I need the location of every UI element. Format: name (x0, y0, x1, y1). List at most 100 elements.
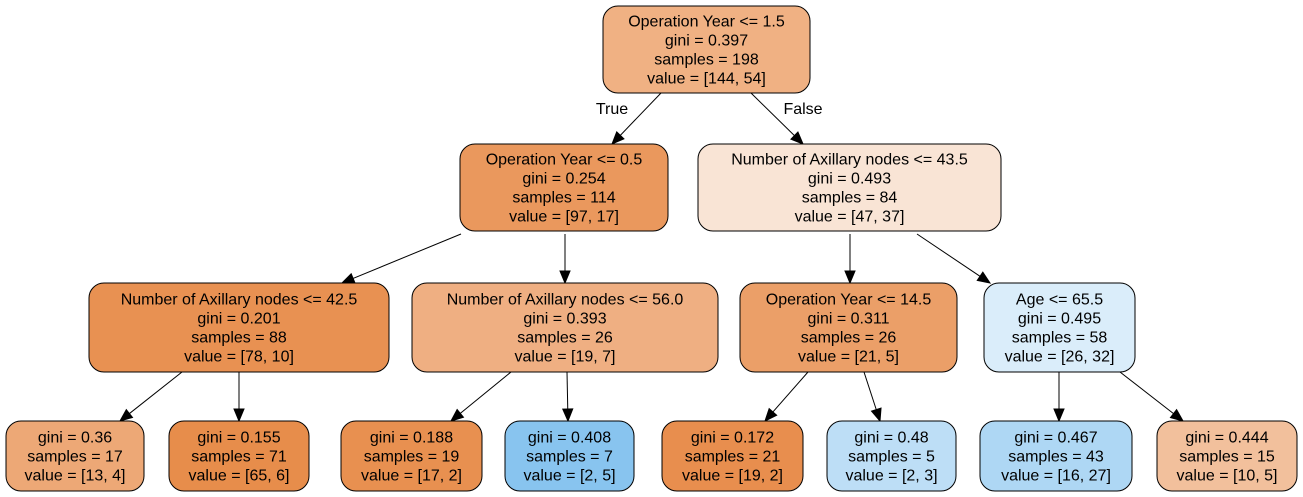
node-samples-text: samples = 7 (526, 449, 613, 466)
node-box (504, 420, 635, 492)
node-value-text: value = [78, 10] (184, 349, 294, 366)
edge-arrowhead (118, 408, 134, 422)
edge-line (772, 371, 809, 413)
edge-arrowhead (870, 407, 882, 423)
edge-arrowhead (844, 270, 856, 285)
node-value-text: value = [97, 17] (509, 209, 619, 226)
node-box (983, 282, 1136, 373)
node-box (979, 420, 1133, 492)
edge-line (1119, 371, 1174, 415)
node-split-condition-text: Operation Year <= 14.5 (766, 292, 932, 309)
edge-n0-n2: False (750, 92, 823, 145)
edges-layer: True False (118, 92, 1185, 423)
edge-arrowhead (611, 131, 625, 145)
edge-n1-n3 (340, 233, 462, 284)
node-gini-text: gini = 0.48 (854, 430, 928, 447)
node-samples-text: samples = 5 (848, 449, 935, 466)
node-samples-text: samples = 19 (364, 449, 460, 466)
node-samples-text: samples = 43 (1008, 449, 1104, 466)
node-samples-text: samples = 114 (512, 190, 615, 207)
edge-arrowhead (340, 272, 356, 284)
node-gini-text: gini = 0.201 (197, 311, 280, 328)
tree-node-n3: Number of Axillary nodes <= 42.5 gini = 0… (88, 282, 390, 373)
edge-arrowhead (1169, 408, 1185, 422)
node-box (1156, 420, 1298, 492)
node-gini-text: gini = 0.397 (665, 33, 748, 50)
node-gini-text: gini = 0.36 (38, 430, 112, 447)
edge-line (750, 92, 795, 136)
tree-node-n8: gini = 0.155 samples = 71 value = [65, 6] (168, 420, 310, 492)
edge-n0-n1: True (596, 92, 662, 145)
node-samples-text: samples = 88 (191, 330, 287, 347)
node-gini-text: gini = 0.155 (197, 430, 280, 447)
edge-arrowhead (449, 408, 465, 422)
edge-n3-n8 (233, 372, 245, 423)
node-gini-text: gini = 0.311 (808, 311, 890, 328)
edge-line (863, 371, 877, 410)
node-samples-text: samples = 71 (191, 449, 287, 466)
edge-n4-n9 (449, 371, 512, 422)
edge-n6-n14 (1119, 371, 1185, 422)
node-value-text: value = [16, 27] (1001, 468, 1111, 485)
node-value-text: value = [144, 54] (647, 71, 766, 88)
node-samples-text: samples = 58 (1012, 330, 1108, 347)
edge-arrowhead (561, 408, 574, 423)
edge-line (129, 371, 183, 414)
node-gini-text: gini = 0.393 (523, 311, 606, 328)
node-box (739, 282, 958, 373)
node-samples-text: samples = 21 (685, 449, 781, 466)
edge-arrowhead (976, 271, 992, 284)
node-samples-text: samples = 84 (802, 190, 898, 207)
node-box (168, 420, 310, 492)
tree-node-n5: Operation Year <= 14.5 gini = 0.311 sample… (739, 282, 958, 373)
edge-line (566, 371, 569, 410)
edge-label-false: False (783, 101, 822, 118)
edge-arrowhead (1053, 408, 1065, 423)
edge-line (619, 92, 662, 136)
node-value-text: value = [65, 6] (189, 468, 290, 485)
node-box (661, 420, 804, 492)
edge-arrowhead (764, 407, 778, 422)
node-value-text: value = [21, 5] (798, 349, 899, 366)
node-value-text: value = [19, 2] (682, 468, 783, 485)
node-split-condition-text: Number of Axillary nodes <= 43.5 (731, 152, 968, 169)
edge-arrowhead (233, 408, 245, 423)
node-samples-text: samples = 198 (654, 52, 759, 69)
edge-n4-n10 (561, 371, 574, 423)
node-value-text: value = [2, 5] (523, 468, 615, 485)
node-gini-text: gini = 0.188 (370, 430, 453, 447)
node-split-condition-text: Operation Year <= 0.5 (486, 152, 643, 169)
node-box (340, 420, 483, 492)
node-box (411, 282, 719, 373)
node-gini-text: gini = 0.444 (1185, 430, 1268, 447)
tree-node-n4: Number of Axillary nodes <= 56.0 gini = 0… (411, 282, 719, 373)
node-box (5, 420, 145, 492)
edge-label-true: True (596, 101, 628, 118)
node-split-condition-text: Number of Axillary nodes <= 56.0 (447, 292, 684, 309)
edge-arrowhead (559, 270, 571, 285)
node-split-condition-text: Number of Axillary nodes <= 42.5 (121, 292, 358, 309)
node-box (826, 420, 957, 492)
node-box (88, 282, 390, 373)
edge-n3-n7 (118, 371, 183, 422)
edge-n2-n6 (916, 233, 992, 284)
node-value-text: value = [19, 7] (515, 349, 616, 366)
edge-n5-n12 (863, 371, 882, 423)
edge-n5-n11 (764, 371, 809, 422)
edge-line (352, 233, 462, 279)
edge-n1-n4 (559, 234, 571, 285)
node-samples-text: samples = 26 (801, 330, 897, 347)
node-gini-text: gini = 0.493 (808, 171, 891, 188)
node-split-condition-text: Age <= 65.5 (1016, 292, 1103, 309)
node-value-text: value = [47, 37] (795, 209, 905, 226)
